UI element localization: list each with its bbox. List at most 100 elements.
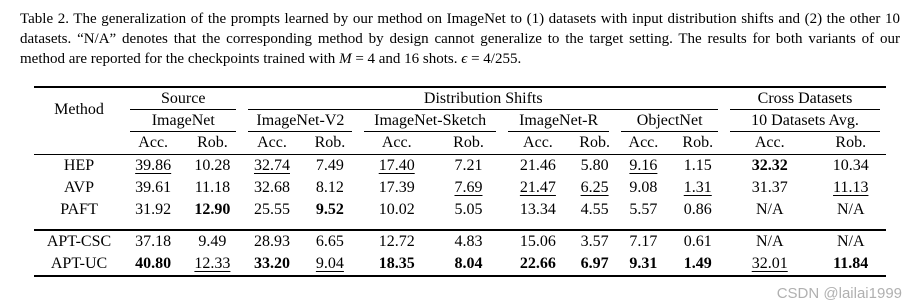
table-cell: 25.55: [242, 199, 301, 221]
dataset-header: ImageNet-V2: [242, 110, 358, 132]
table-cell: 28.93: [242, 230, 301, 253]
table-cell: 9.08: [615, 177, 671, 199]
table-cell: 8.04: [435, 253, 502, 276]
cell-value: 10.28: [194, 157, 231, 174]
cell-value: 1.15: [683, 157, 712, 174]
table-cell: 10.34: [815, 155, 886, 178]
table-cell: 5.57: [615, 199, 671, 221]
cell-value: 31.37: [751, 179, 788, 196]
table-cell: 10.28: [182, 155, 242, 178]
table-cell: 6.65: [301, 230, 358, 253]
table-cell: 6.97: [574, 253, 615, 276]
cell-value: 11.13: [833, 179, 869, 196]
cell-value: 4.83: [454, 233, 483, 250]
cell-value: 5.57: [629, 201, 658, 218]
cell-value: 32.01: [751, 255, 788, 272]
cell-value: N/A: [755, 201, 784, 218]
table-cell: 9.31: [615, 253, 671, 276]
cell-value: 10.34: [832, 157, 869, 174]
cell-value: 0.61: [683, 233, 712, 250]
table-cell: 4.55: [574, 199, 615, 221]
table-cell: 21.46: [502, 155, 574, 178]
cell-value: N/A: [836, 201, 865, 218]
table-cell: 7.17: [615, 230, 671, 253]
row-separator: [34, 221, 886, 230]
cell-value: 17.40: [378, 157, 415, 174]
table-cell: 6.25: [574, 177, 615, 199]
table-cell: 39.86: [124, 155, 182, 178]
cell-value: 17.39: [378, 179, 415, 196]
table-cell: 22.66: [502, 253, 574, 276]
cell-value: 4.55: [580, 201, 609, 218]
table-cell: 8.12: [301, 177, 358, 199]
caption-eps-value: = 4/255.: [471, 51, 522, 67]
table-cell: 11.18: [182, 177, 242, 199]
table-cell: 0.61: [672, 230, 725, 253]
cell-value: 12.90: [194, 201, 231, 218]
table-cell: 39.61: [124, 177, 182, 199]
dataset-header: ImageNet-R: [502, 110, 615, 132]
cell-value: 33.20: [253, 255, 290, 272]
cell-value: 13.34: [519, 201, 556, 218]
table-cell: 40.80: [124, 253, 182, 276]
table-cell: 7.49: [301, 155, 358, 178]
dataset-header: ImageNet-Sketch: [358, 110, 502, 132]
table-caption: Table 2. The generalization of the promp…: [20, 9, 900, 69]
cell-value: 11.18: [194, 179, 231, 196]
table-cell: 1.15: [672, 155, 725, 178]
table-cell: 17.39: [358, 177, 435, 199]
cell-value: 11.84: [833, 255, 869, 272]
table-cell: 9.49: [182, 230, 242, 253]
table-cell: 4.83: [435, 230, 502, 253]
table-cell: 15.06: [502, 230, 574, 253]
cell-value: N/A: [836, 233, 865, 250]
cell-value: 40.80: [135, 255, 172, 272]
cell-value: 1.31: [683, 179, 712, 196]
header-row-datasets: ImageNet ImageNet-V2 ImageNet-Sketch Ima…: [34, 110, 886, 132]
cell-value: 7.17: [629, 233, 658, 250]
method-name: APT-CSC: [46, 233, 112, 250]
table-cell: 12.90: [182, 199, 242, 221]
cell-value: 6.25: [580, 179, 609, 196]
table-cell: N/A: [815, 199, 886, 221]
metric-header: Acc.: [138, 134, 169, 151]
table-cell: 7.21: [435, 155, 502, 178]
table-cell: 12.72: [358, 230, 435, 253]
table-cell: N/A: [815, 230, 886, 253]
table-cell: 17.40: [358, 155, 435, 178]
table-cell: 9.16: [615, 155, 671, 178]
cell-value: 31.92: [135, 201, 172, 218]
cell-value: 5.05: [454, 201, 483, 218]
cell-value: 7.21: [454, 157, 483, 174]
cell-value: 32.68: [253, 179, 290, 196]
group-cross-datasets: Cross Datasets: [724, 87, 886, 110]
dataset-header: ObjectNet: [615, 110, 724, 132]
table-cell: 5.80: [574, 155, 615, 178]
metric-header: Rob.: [453, 134, 484, 151]
table-cell: 10.02: [358, 199, 435, 221]
metric-header: Acc.: [381, 134, 412, 151]
table-cell: 1.31: [672, 177, 725, 199]
dataset-header: ImageNet: [124, 110, 242, 132]
table-cell: 12.33: [182, 253, 242, 276]
cell-value: 9.04: [315, 255, 344, 272]
cell-value: 21.46: [519, 157, 556, 174]
table-cell: 33.20: [242, 253, 301, 276]
watermark: CSDN @lailai1999: [776, 285, 902, 302]
method-header: Method: [54, 101, 104, 118]
cell-value: 21.47: [519, 179, 556, 196]
metric-header: Acc.: [523, 134, 553, 151]
header-row-metrics: Acc. Rob. Acc. Rob. Acc. Rob. Acc. Rob. …: [34, 132, 886, 155]
cell-value: 12.33: [194, 255, 231, 272]
cell-value: 18.35: [378, 255, 415, 272]
cell-value: 8.04: [454, 255, 483, 272]
cell-value: 25.55: [253, 201, 290, 218]
metric-header: Rob.: [682, 134, 714, 151]
caption-m-symbol: M: [339, 51, 352, 67]
caption-label: Table 2.: [20, 11, 69, 27]
table-cell: 13.34: [502, 199, 574, 221]
